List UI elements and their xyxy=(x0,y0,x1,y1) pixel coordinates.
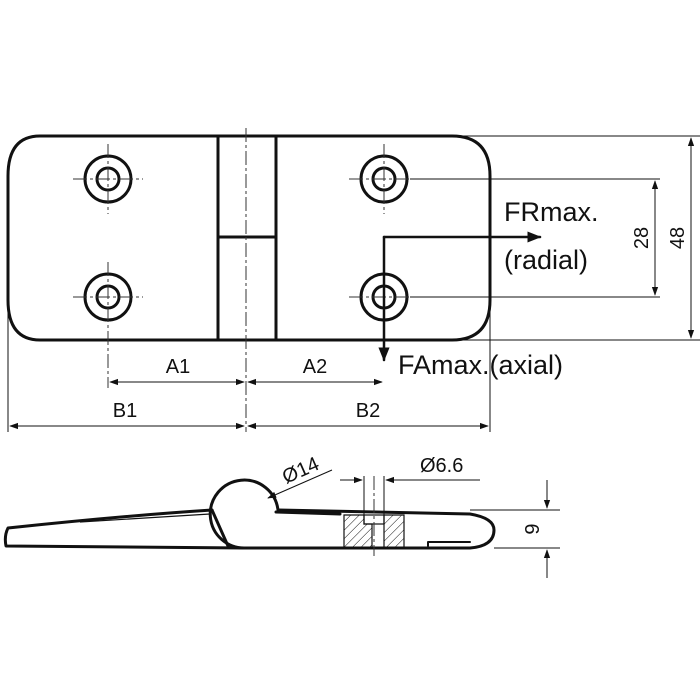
section-hatch-right xyxy=(383,514,405,549)
thickness-label: 9 xyxy=(522,523,544,534)
mounting-hole-top-right xyxy=(349,144,419,214)
mounting-hole-bottom-left xyxy=(73,262,143,388)
left-leaf xyxy=(3,508,246,550)
height-dimension-label: 48 xyxy=(667,227,689,249)
a1-label: A1 xyxy=(166,356,190,378)
a2-label: A2 xyxy=(303,356,327,378)
pin-diameter-leader xyxy=(267,469,333,499)
section-hatch-left xyxy=(343,514,373,549)
right-leaf xyxy=(246,508,496,550)
left-leaf-inner xyxy=(79,513,211,523)
radial-force-label: FRmax. xyxy=(504,197,599,227)
radial-force-desc: (radial) xyxy=(504,245,588,275)
top-view: 48 28 A1 A2 B1 B2 FRmax. (radial) FAmax.… xyxy=(6,128,700,432)
b1-label: B1 xyxy=(113,400,137,422)
hole-diameter-label: Ø6.6 xyxy=(420,455,463,477)
axial-force-label: FAmax.(axial) xyxy=(398,350,563,380)
hidden-slot xyxy=(427,541,471,547)
mounting-hole-top-left xyxy=(73,144,143,214)
hole-spacing-dimension-label: 28 xyxy=(631,227,653,249)
left-leaf-edge xyxy=(210,508,230,548)
pin-knuckle xyxy=(208,478,280,550)
side-view: Ø14 Ø6.6 9 xyxy=(3,453,560,578)
b2-label: B2 xyxy=(356,400,380,422)
